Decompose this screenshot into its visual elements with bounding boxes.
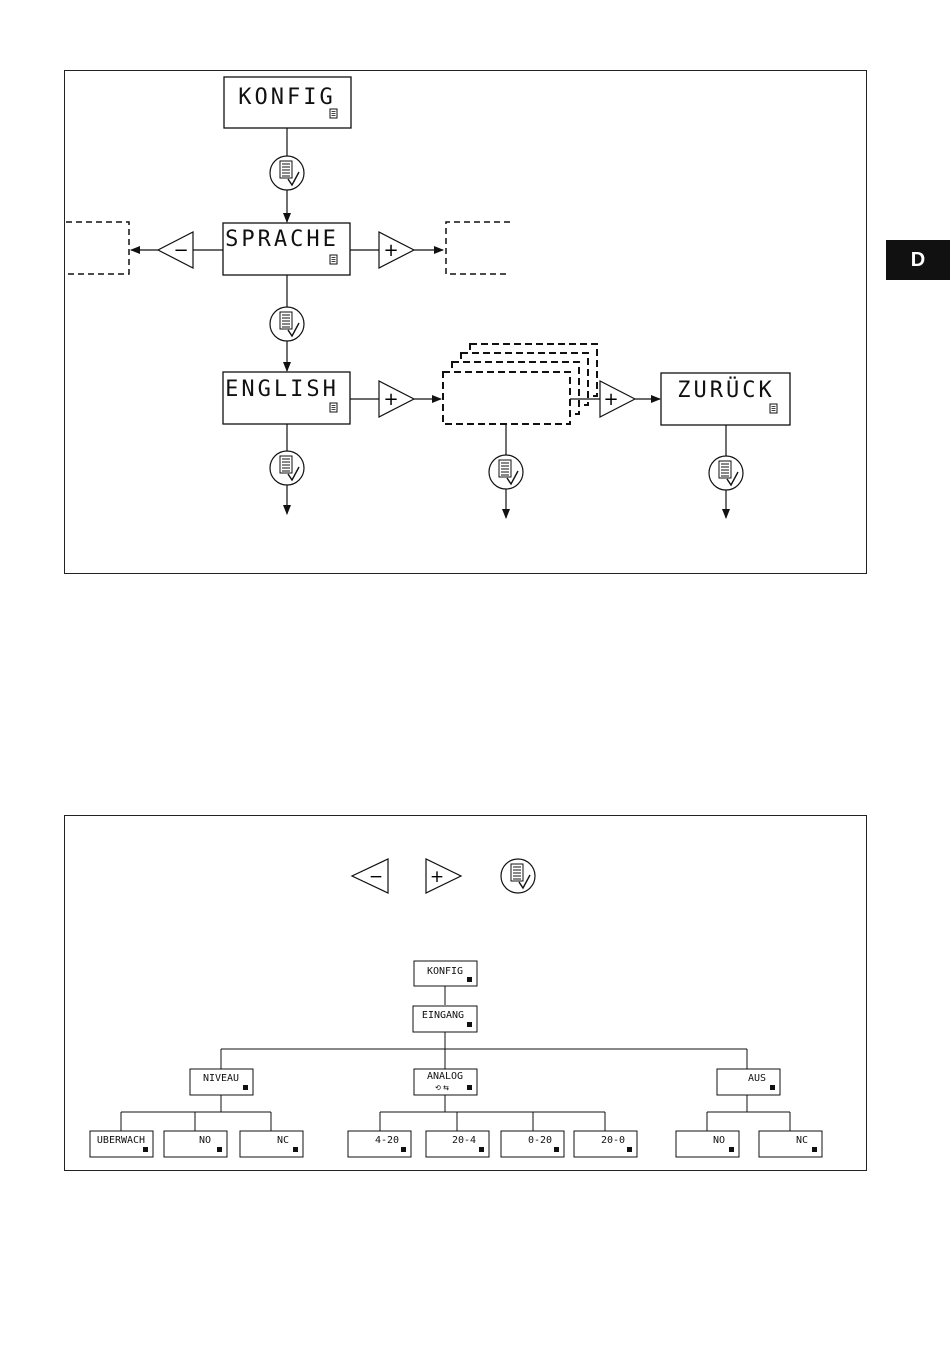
menu-confirm-icon: [709, 456, 743, 490]
tree-leaf-aus-nc: NC: [759, 1131, 822, 1157]
svg-text:EINGANG: EINGANG: [422, 1010, 464, 1021]
menu-confirm-icon: [270, 156, 304, 190]
tree-leaf-niveau-nc: NC: [240, 1131, 303, 1157]
sprache-label: SPRACHE: [225, 227, 339, 252]
plus-key-icon: +: [600, 381, 635, 417]
tree-leaf-20-0: 20-0: [574, 1131, 637, 1157]
legend-plus-key-icon: +: [426, 859, 461, 893]
svg-text:−: −: [173, 240, 188, 261]
plus-key-icon: +: [379, 232, 414, 268]
tree-node-niveau: NIVEAU: [190, 1069, 253, 1095]
svg-text:4-20: 4-20: [375, 1135, 399, 1146]
svg-text:ANALOG: ANALOG: [427, 1071, 463, 1082]
tree-leaf-niveau-no: NO: [164, 1131, 227, 1157]
next-menu-placeholder: [446, 222, 510, 274]
tree-leaf-20-4: 20-4: [426, 1131, 489, 1157]
svg-text:+: +: [430, 867, 444, 887]
konfig-label: KONFIG: [238, 85, 335, 110]
legend-minus-key-icon: −: [352, 859, 388, 893]
analog-mode-icons: ⟲ ⇆: [435, 1084, 449, 1092]
svg-text:20-4: 20-4: [452, 1135, 476, 1146]
english-label: ENGLISH: [225, 377, 339, 402]
svg-text:−: −: [369, 867, 383, 887]
lcd-indicator-icon: [330, 109, 337, 118]
svg-text:+: +: [383, 240, 398, 261]
svg-text:AUS: AUS: [748, 1073, 766, 1084]
zurueck-label: ZURÜCK: [677, 377, 774, 403]
svg-text:NIVEAU: NIVEAU: [203, 1073, 239, 1084]
tree-node-eingang: EINGANG: [413, 1006, 477, 1032]
sprache-display: SPRACHE: [223, 223, 350, 275]
legend-menu-confirm-icon: [501, 859, 535, 893]
svg-text:+: +: [383, 389, 398, 410]
minus-key-icon: −: [158, 232, 193, 268]
lcd-indicator-icon: [330, 255, 337, 264]
svg-text:0-20: 0-20: [528, 1135, 552, 1146]
svg-text:NC: NC: [277, 1135, 289, 1146]
svg-text:NO: NO: [713, 1135, 725, 1146]
other-languages-stack: [443, 344, 597, 424]
lcd-indicator-icon: [770, 404, 777, 413]
svg-text:NC: NC: [796, 1135, 808, 1146]
menu-confirm-icon: [270, 307, 304, 341]
svg-text:NO: NO: [199, 1135, 211, 1146]
english-display: ENGLISH: [223, 372, 350, 424]
previous-menu-placeholder: [66, 222, 129, 274]
tree-node-analog: ANALOG ⟲ ⇆: [414, 1069, 477, 1095]
tree-leaf-uberwach: UBERWACH: [90, 1131, 153, 1157]
tree-leaf-aus-no: NO: [676, 1131, 739, 1157]
tree-node-aus: AUS: [717, 1069, 780, 1095]
tree-leaf-0-20: 0-20: [501, 1131, 564, 1157]
konfig-display: KONFIG: [224, 77, 351, 128]
menu-confirm-icon: [270, 451, 304, 485]
plus-key-icon: +: [379, 381, 414, 417]
svg-text:UBERWACH: UBERWACH: [97, 1135, 145, 1146]
menu-tree-panel: [65, 816, 867, 1171]
lcd-indicator-icon: [330, 403, 337, 412]
tree-leaf-4-20: 4-20: [348, 1131, 411, 1157]
tree-node-konfig: KONFIG: [414, 961, 477, 986]
menu-confirm-icon: [489, 455, 523, 489]
svg-text:+: +: [603, 389, 618, 410]
svg-text:KONFIG: KONFIG: [427, 966, 463, 977]
svg-text:20-0: 20-0: [601, 1135, 625, 1146]
zurueck-display: ZURÜCK: [661, 373, 790, 425]
